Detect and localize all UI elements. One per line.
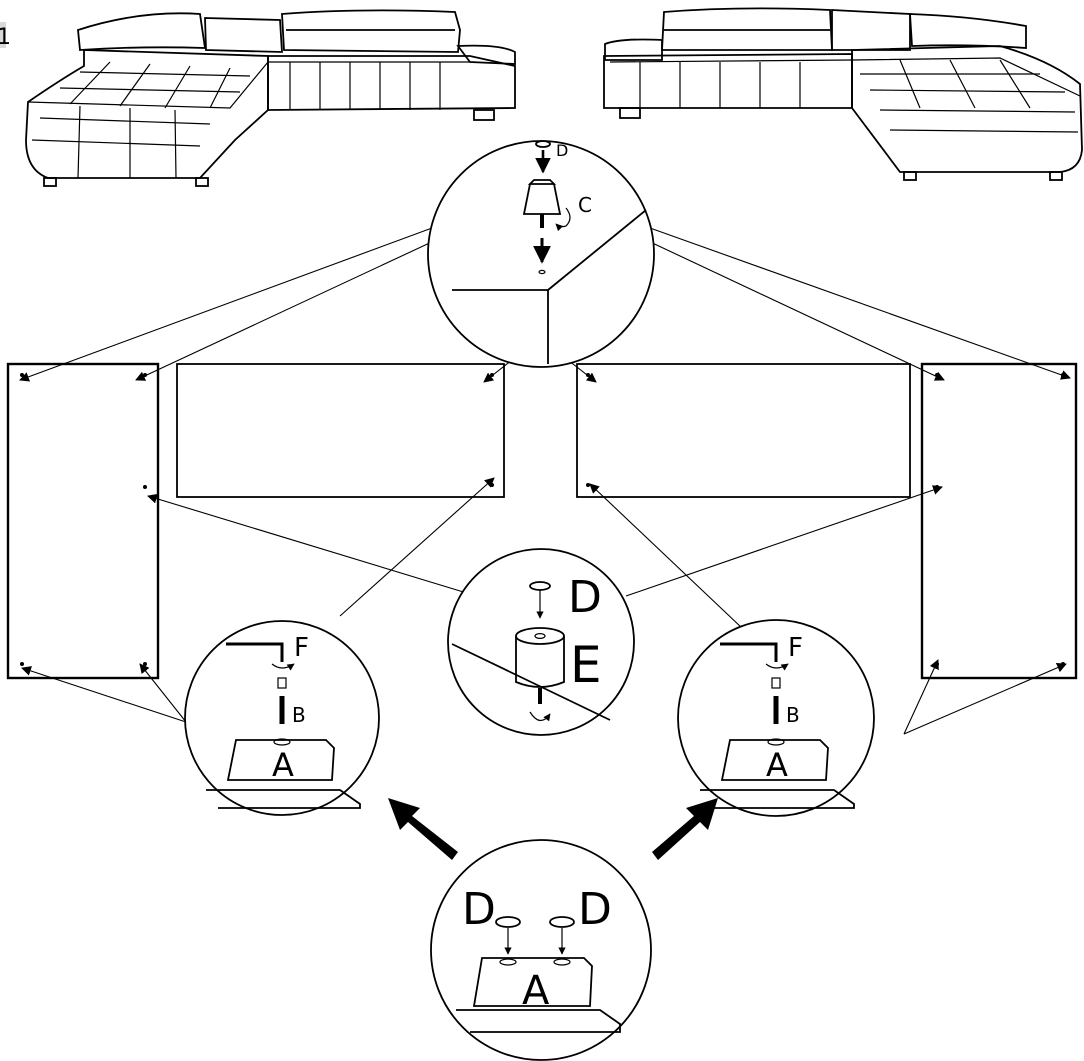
step-number: 1 [0,25,11,50]
detail-circle-caps: D D A [430,839,652,1061]
cap-d-icon [535,140,551,148]
pointer-arrow-icon [388,798,458,860]
rotate-arrow-icon [271,663,295,671]
label-bottom-cap-left: D [462,884,496,935]
rotate-arrow-icon [765,663,789,671]
label-bottom-block: A [522,968,550,1014]
panel-left-tall [6,362,160,680]
label-right-bolt: B [786,703,800,727]
pointer-arrow-icon [652,798,718,860]
step-badge: 1 [0,22,11,50]
pointer-lines [19,227,1071,735]
label-middle-cap: D [568,572,602,623]
big-arrows [388,798,718,860]
label-bottom-cap-right: D [578,884,612,935]
sofa-left-illustration [25,9,516,187]
label-top-cap: D [556,141,568,160]
panel-right-tall [920,362,1078,680]
detail-circle-bracket-right: F B A [677,619,875,817]
panel-center-left [176,363,505,498]
panel-center-right [576,363,911,498]
rotate-arrow-icon [529,711,551,722]
block-a-icon [226,739,335,781]
detail-circle-leg: D C [427,140,655,368]
sofa-right-illustration [603,7,1083,181]
wrench-f-icon [720,642,778,662]
cap-d-icon [549,916,575,928]
leg-c-icon [522,179,562,215]
label-left-wrench: F [294,633,309,663]
detail-circle-cylinder: D E [447,548,635,736]
cap-d-icon [495,916,521,928]
cylinder-e-icon [515,636,565,688]
label-top-leg: C [578,193,592,217]
block-a-icon [720,739,829,781]
detail-circle-bracket-left: F B A [184,620,380,816]
label-left-block: A [272,746,294,784]
label-right-wrench: F [788,633,803,663]
wrench-f-icon [226,642,284,662]
label-middle-cylinder: E [570,636,602,694]
label-right-block: A [766,746,788,784]
label-left-bolt: B [292,703,306,727]
rotate-arrow-icon [555,207,571,232]
block-a-icon [472,957,593,1007]
